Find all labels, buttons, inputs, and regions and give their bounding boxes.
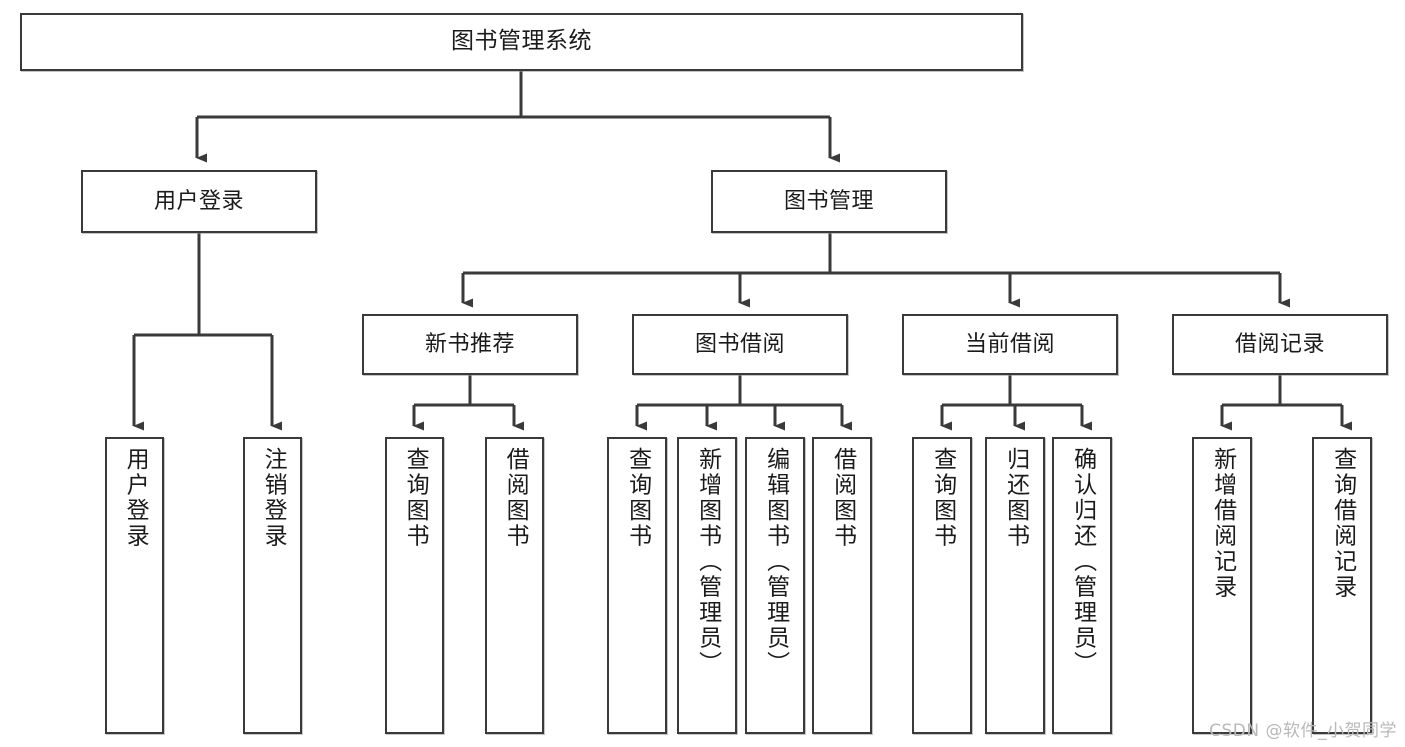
node-label-leaf-user-login: 用户登录 <box>122 447 149 549</box>
node-label-borrow-record: 借阅记录 <box>1234 331 1325 357</box>
node-label-book-borrow: 图书借阅 <box>694 331 785 357</box>
node-book-borrow[interactable]: 图书借阅 <box>632 314 848 375</box>
node-borrow-record[interactable]: 借阅记录 <box>1172 314 1388 375</box>
node-label-leaf-query-record: 查询借阅记录 <box>1329 447 1356 600</box>
node-label-leaf-logout: 注销登录 <box>260 447 287 549</box>
node-label-book-manage: 图书管理 <box>783 188 874 214</box>
watermark: CSDN @软件_小贺同学 <box>1209 721 1397 741</box>
node-leaf-query-book-3[interactable]: 查询图书 <box>912 437 972 734</box>
node-label-leaf-borrow-book-2: 借阅图书 <box>829 447 856 549</box>
node-leaf-confirm-return[interactable]: 确认归还（管理员） <box>1052 437 1112 734</box>
node-leaf-add-book[interactable]: 新增图书（管理员） <box>677 437 737 734</box>
node-root[interactable]: 图书管理系统 <box>20 13 1023 71</box>
node-label-leaf-query-book-2: 查询图书 <box>624 447 651 549</box>
node-label-leaf-query-book-1: 查询图书 <box>402 447 429 549</box>
node-label-leaf-query-book-3: 查询图书 <box>929 447 956 549</box>
node-leaf-add-record[interactable]: 新增借阅记录 <box>1192 437 1252 734</box>
node-label-leaf-add-record: 新增借阅记录 <box>1209 447 1236 600</box>
node-leaf-borrow-book-2[interactable]: 借阅图书 <box>812 437 872 734</box>
node-leaf-query-book-1[interactable]: 查询图书 <box>385 437 444 734</box>
node-label-leaf-borrow-book-1: 借阅图书 <box>502 447 529 549</box>
node-leaf-user-login[interactable]: 用户登录 <box>105 437 164 734</box>
node-leaf-edit-book[interactable]: 编辑图书（管理员） <box>745 437 805 734</box>
node-leaf-query-book-2[interactable]: 查询图书 <box>607 437 667 734</box>
node-label-current-borrow: 当前借阅 <box>964 331 1055 357</box>
node-leaf-borrow-book-1[interactable]: 借阅图书 <box>485 437 544 734</box>
node-new-book-rec[interactable]: 新书推荐 <box>362 314 578 375</box>
node-label-new-book-rec: 新书推荐 <box>424 331 515 357</box>
node-label-leaf-edit-book: 编辑图书（管理员） <box>762 447 789 677</box>
node-leaf-query-record[interactable]: 查询借阅记录 <box>1312 437 1372 734</box>
node-label-leaf-confirm-return: 确认归还（管理员） <box>1069 447 1096 677</box>
node-label-leaf-add-book: 新增图书（管理员） <box>694 447 721 677</box>
node-book-manage[interactable]: 图书管理 <box>711 170 947 233</box>
node-label-root: 图书管理系统 <box>451 28 592 55</box>
node-label-user-login: 用户登录 <box>153 188 244 214</box>
node-user-login[interactable]: 用户登录 <box>81 170 317 233</box>
node-label-leaf-return-book: 归还图书 <box>1002 447 1029 549</box>
node-leaf-return-book[interactable]: 归还图书 <box>985 437 1045 734</box>
node-current-borrow[interactable]: 当前借阅 <box>902 314 1118 375</box>
node-leaf-logout[interactable]: 注销登录 <box>243 437 302 734</box>
